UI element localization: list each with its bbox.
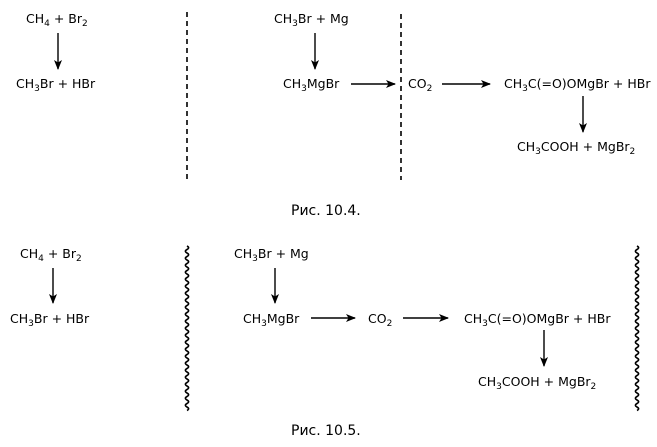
fig105-left-products: CH3Br + HBr xyxy=(10,311,90,329)
fig104-caption: Рис. 10.4. xyxy=(291,203,361,219)
fig105-co2: CO2 xyxy=(368,311,393,329)
fig105-caption: Рис. 10.5. xyxy=(291,423,361,439)
fig104-intermediate: CH3C(=O)OMgBr + HBr xyxy=(504,76,651,94)
fig105-right-reactants: CH3Br + Mg xyxy=(234,246,309,264)
fig105-products: CH3COOH + MgBr2 xyxy=(478,374,597,392)
fig105-intermediate: CH3C(=O)OMgBr + HBr xyxy=(464,311,611,329)
fig104-grignard: CH3MgBr xyxy=(283,76,340,94)
fig105-left-reactants: CH4 + Br2 xyxy=(20,246,82,264)
fig105-grignard: CH3MgBr xyxy=(243,311,300,329)
fig105-wavy-separator-right xyxy=(634,245,640,412)
fig104-products: CH3COOH + MgBr2 xyxy=(517,139,636,157)
fig104-right-reactants: CH3Br + Mg xyxy=(274,11,349,29)
fig104-left-products: CH3Br + HBr xyxy=(16,76,96,94)
fig104-co2: CO2 xyxy=(408,76,433,94)
fig105-wavy-separator-left xyxy=(184,245,190,412)
fig104-left-reactants: CH4 + Br2 xyxy=(26,11,88,29)
